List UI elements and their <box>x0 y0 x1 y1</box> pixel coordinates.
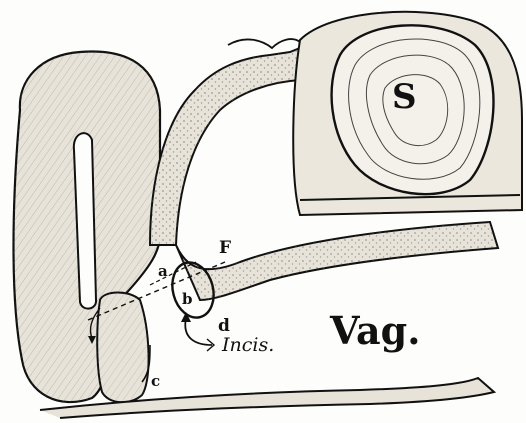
label-c: c <box>151 374 160 389</box>
cervix <box>97 293 148 403</box>
label-d: d <box>218 318 230 335</box>
label-s: S <box>392 80 417 114</box>
label-incis: Incis. <box>222 336 274 355</box>
label-b: b <box>182 292 193 307</box>
vaginal-wall <box>176 222 498 300</box>
label-f: F <box>219 240 231 257</box>
label-vag: Vag. <box>330 312 420 350</box>
bladder-arch <box>150 39 300 245</box>
label-a: a <box>158 264 168 279</box>
